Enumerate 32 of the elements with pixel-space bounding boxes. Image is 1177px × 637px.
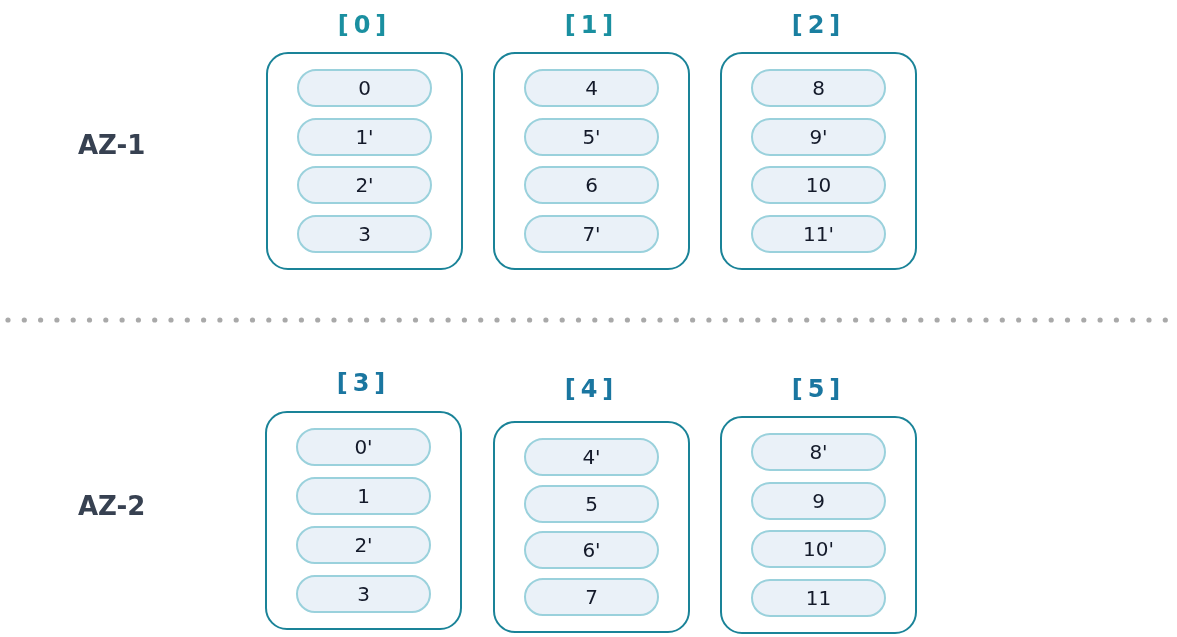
shard-pill: 5' (524, 117, 659, 156)
zone-label: AZ-1 (78, 130, 146, 160)
shard-pill: 9 (751, 481, 886, 520)
shard-pill: 3 (296, 575, 431, 613)
shard-pill: 2' (297, 166, 432, 205)
shard-pill: 0' (296, 428, 431, 466)
partition-heading: [0] (337, 10, 392, 40)
shard-pill: 4 (524, 69, 659, 107)
shard-pill: 1 (296, 477, 431, 515)
shard-pill: 8 (751, 69, 886, 107)
shard-pill: 6' (524, 531, 659, 570)
shard-pill: 2' (296, 526, 431, 564)
partition-heading: [1] (564, 10, 619, 40)
shard-pill: 6 (524, 166, 659, 205)
zone-label: AZ-2 (78, 491, 146, 521)
shard-pill: 11' (751, 215, 886, 253)
shard-pill: 1' (297, 117, 432, 156)
partition-heading: [2] (791, 10, 846, 40)
shard-pill: 0 (297, 69, 432, 107)
shard-pill: 7' (524, 215, 659, 253)
shard-pill: 9' (751, 117, 886, 156)
shard-pill: 7 (524, 578, 659, 616)
partition-heading: [3] (336, 368, 391, 398)
shard-pill: 4' (524, 438, 659, 476)
partition-heading: [4] (564, 374, 619, 404)
shard-pill: 10 (751, 166, 886, 205)
shard-pill: 5 (524, 484, 659, 523)
shard-pill: 3 (297, 215, 432, 253)
shard-pill: 10' (751, 530, 886, 569)
shard-pill: 11 (751, 579, 886, 617)
partition-heading: [5] (791, 374, 846, 404)
shard-pill: 8' (751, 433, 886, 471)
